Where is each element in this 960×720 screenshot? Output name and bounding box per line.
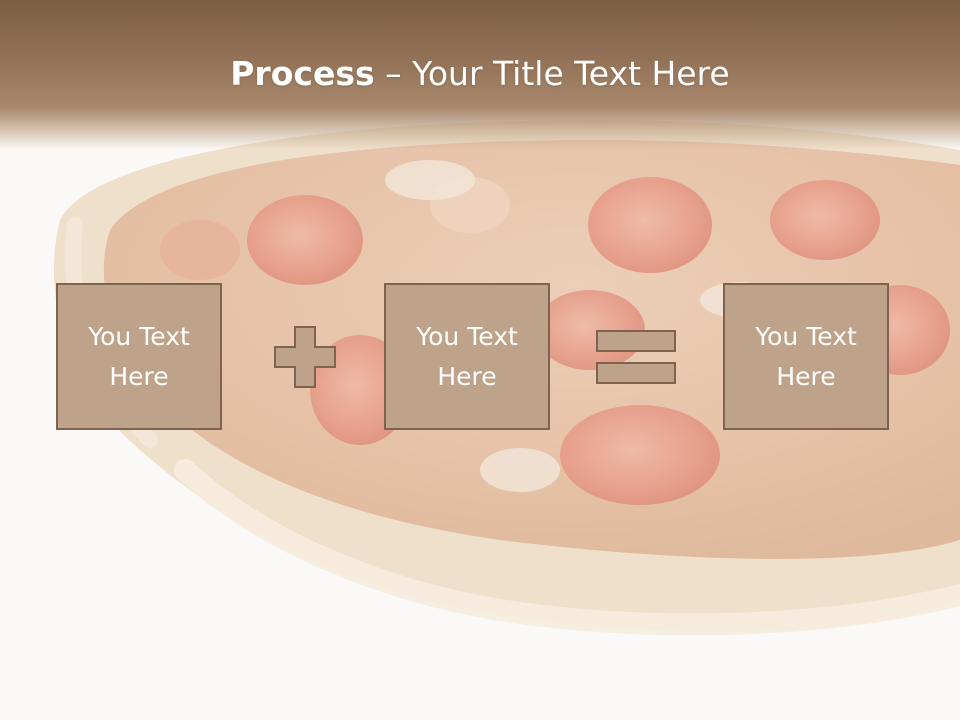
title-band — [0, 0, 960, 150]
process-box-1: You Text Here — [56, 283, 222, 430]
plus-icon — [274, 326, 336, 388]
title-bold: Process — [230, 54, 375, 93]
process-box-2-text: You Text Here — [416, 321, 518, 391]
process-box-3: You Text Here — [723, 283, 889, 430]
process-box-2: You Text Here — [384, 283, 550, 430]
process-box-3-text: You Text Here — [755, 321, 857, 391]
equals-icon — [596, 330, 676, 384]
title-rest: – Your Title Text Here — [374, 54, 730, 93]
slide-title: Process – Your Title Text Here — [0, 52, 960, 96]
process-box-1-text: You Text Here — [88, 321, 190, 391]
